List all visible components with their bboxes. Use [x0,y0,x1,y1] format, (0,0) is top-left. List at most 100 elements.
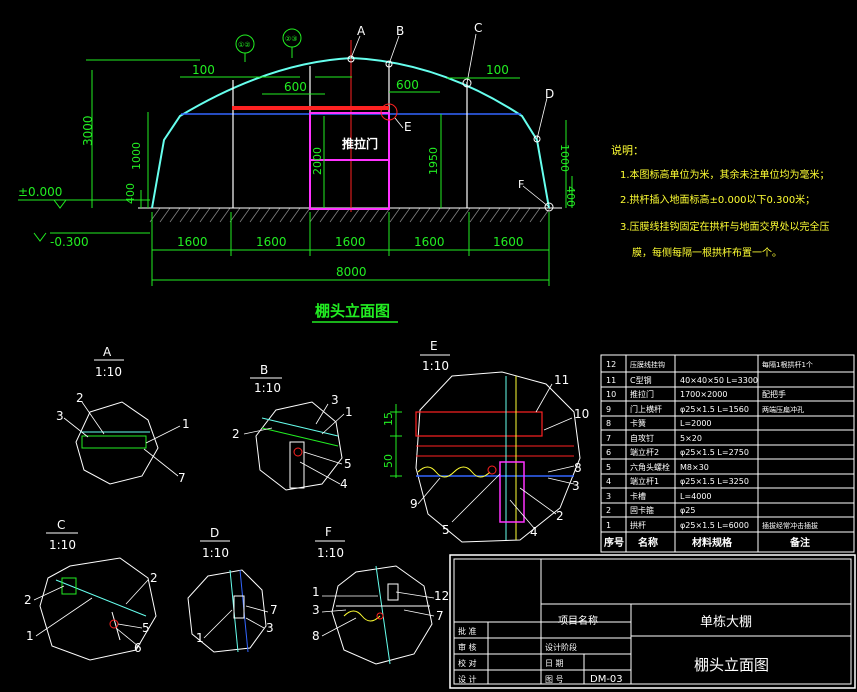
bom-r4-no: 9 [606,405,611,414]
grid-label-c: C [474,21,482,35]
detail-b: B 1:10 3 1 2 5 4 [232,363,353,491]
detail-b-num-4: 4 [340,477,348,491]
bom-r11-no: 2 [606,506,611,515]
bom-r1-note: 每隔1根拱杆1个 [762,360,813,369]
detail-a-scale: 1:10 [95,365,122,379]
title-block-review: 审 核 [458,642,477,652]
bom-r3-no: 10 [606,390,616,399]
detail-b-strap [261,427,339,447]
detail-c-num-6: 6 [134,641,142,655]
detail-a-num-1: 1 [182,417,190,431]
detail-a-num-7: 7 [178,471,186,485]
bom-r4-spec: φ25×1.5 L=1560 [680,405,749,414]
dim-400-left: 400 [124,183,137,204]
detail-c: C 1:10 2 2 1 5 6 [24,518,158,661]
detail-c-num-2b: 2 [24,593,32,607]
detail-c-scale: 1:10 [49,538,76,552]
grid-label-f: F [518,178,524,191]
grid-label-b: B [396,24,404,38]
detail-c-post [111,611,121,641]
bom-r9-no: 4 [606,477,611,486]
detail-f-spring [343,610,381,622]
bom-r7-spec: φ25×1.5 L=2750 [680,448,749,457]
detail-c-clip [61,577,77,595]
detail-c-num-2a: 2 [150,571,158,585]
arch-frame [151,56,550,209]
dim-400-right: 400 [564,186,577,207]
detail-e-num-2: 2 [556,509,564,523]
bom-r7-no: 6 [606,448,611,457]
detail-a-num-3: 3 [56,409,64,423]
detail-e-dim-50: 50 [382,454,395,468]
callout-2: ②③ [285,35,298,43]
bom-r4-note: 两端压扁冲孔 [762,405,804,414]
grid-label-d: D [545,87,554,101]
detail-e-outline [415,371,581,543]
project-name: 单栋大棚 [700,614,752,630]
detail-b-bolt [293,447,303,457]
detail-e-num-8: 8 [574,461,582,475]
detail-c-label: C [57,518,65,532]
bom-grid [600,354,855,553]
bom-r10-spec: L=4000 [680,492,712,501]
bom-r8-name: 六角头螺栓 [630,462,670,472]
detail-d-scale: 1:10 [202,546,229,560]
dim-2000: 2000 [311,147,324,175]
detail-f-num-8: 8 [312,629,320,643]
detail-a-clip [81,435,147,449]
dim-600-left: 600 [284,80,307,94]
detail-f-num-12: 12 [434,589,449,603]
detail-e-leaders [417,383,575,529]
detail-e-bolt [487,465,497,475]
detail-b-label: B [260,363,268,377]
title-block-grid [449,554,856,689]
detail-d-leaders [203,605,269,639]
bom-r7-name: 端立杆2 [630,447,659,457]
dim-bay-5: 1600 [493,235,524,249]
detail-e-num-11: 11 [554,373,569,387]
detail-e-door-frame [499,461,525,523]
notes-line-4: 膜，每侧每隔一根拱杆布置一个。 [632,246,782,259]
detail-e-num-3: 3 [572,479,580,493]
dim-bay-3: 1600 [335,235,366,249]
elevation-view: 推拉门 A B C D E F [18,21,577,323]
title-block-design: 设 计 [458,674,477,684]
detail-b-pipe [261,417,339,437]
detail-d-clip [233,595,245,619]
bom-headers: 序号 名称 材料规格 备注 [604,536,810,549]
detail-a: A 1:10 3 2 1 7 [56,345,190,485]
detail-b-outline [255,401,343,491]
dim-1000-right: 1000 [558,144,571,172]
detail-a-label: A [103,345,112,359]
detail-f-num-3: 3 [312,603,320,617]
bom-header-spec: 材料规格 [692,536,733,549]
detail-f-label: F [325,525,332,539]
callout-bubbles [235,28,302,62]
notes-line-3: 3.压膜线挂钩固定在拱杆与地面交界处以完全压 [620,220,830,233]
bom-header-note: 备注 [789,536,810,549]
callout-1: ①② [238,41,251,49]
dim-100-left: 100 [192,63,215,77]
detail-a-leaders [63,401,181,477]
bom-r3-name: 推拉门 [630,389,654,399]
bom-r11-name: 固卡箍 [630,505,654,515]
detail-d-num-3: 3 [266,621,274,635]
level-neg: -0.300 [50,235,89,249]
bom-table: 12 压膜线挂钩 每隔1根拱杆1个 11 C型钢 40×40×50 L=3300… [600,354,855,553]
joint-markers [347,55,554,212]
elevation-title: 棚头立面图 [315,302,390,320]
detail-e-num-9: 9 [410,497,418,511]
grid-label-e: E [404,120,412,134]
bom-r12-name: 拱杆 [630,520,646,530]
bom-r10-name: 卡槽 [630,491,646,501]
bom-r5-no: 8 [606,419,611,428]
detail-d-outline [187,569,267,653]
notes-line-2: 2.拱杆插入地面标高±0.000以下0.300米； [620,193,815,206]
detail-f-outline [331,565,433,665]
cell-number: 图 号 [545,675,564,684]
dim-100-right: 100 [486,63,509,77]
detail-e-num-4: 4 [530,525,538,539]
detail-e-header [415,411,543,437]
drawing-number: DM-03 [590,674,623,685]
dim-bay-1: 1600 [177,235,208,249]
